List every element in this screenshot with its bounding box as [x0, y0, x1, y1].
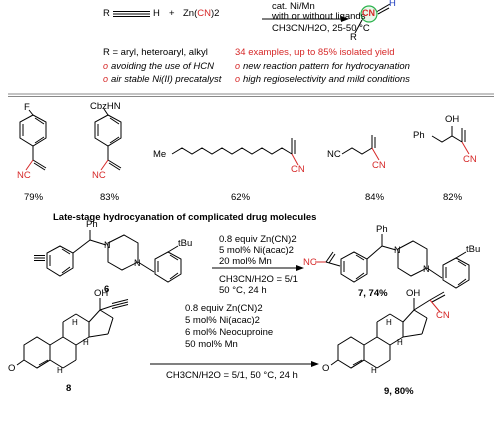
- scope-highlight: 34 examples, up to 85% isolated yield: [235, 47, 395, 58]
- sm8-h-3: H: [57, 366, 63, 375]
- example-2-structure: [94, 108, 122, 171]
- rxn1-cond-1: 0.8 equiv Zn(CN)2: [219, 234, 297, 245]
- p7-nc: NC: [303, 257, 317, 268]
- p7-ph: Ph: [376, 224, 388, 235]
- p9-label: 9, 80%: [384, 386, 414, 397]
- sm8-h-2: H: [83, 338, 89, 347]
- rxn1-cond-below-2: 50 °C, 24 h: [219, 285, 267, 296]
- rxn2-cond-below: CH3CN/H2O = 5/1, 50 °C, 24 h: [166, 370, 298, 381]
- p9-o: O: [322, 363, 330, 374]
- reaction-1-arrowhead: [296, 265, 304, 271]
- late-stage-title: Late-stage hydrocyanation of complicated…: [53, 212, 317, 223]
- example-5-label: Ph: [413, 130, 425, 141]
- sm6-ph: Ph: [86, 219, 98, 230]
- alkyne-bond: [113, 11, 150, 17]
- condition-solvent: CH3CN/H2O, 25-50 °C: [272, 23, 370, 34]
- sm8-oh: OH: [94, 288, 109, 299]
- bullet-2-text: new reaction pattern for hydrocyanation: [243, 61, 410, 72]
- p7-n-2: N: [423, 264, 430, 274]
- r-group-scope: R = aryl, heteroaryl, alkyl: [103, 47, 208, 58]
- bullet-3-circle-icon: o: [103, 74, 109, 84]
- sm8-o: O: [8, 363, 16, 374]
- p9-h-1: H: [386, 318, 392, 327]
- zn-cn: CN: [197, 8, 211, 19]
- bullet-2-circle-icon: o: [235, 61, 241, 71]
- rxn2-cond-2: 5 mol% Ni(acac)2: [185, 315, 260, 326]
- rxn2-cond-1: 0.8 equiv Zn(CN)2: [185, 303, 263, 314]
- sm6-n-1: N: [104, 240, 111, 250]
- plus-sign: +: [169, 8, 175, 19]
- bullet-1-text: avoiding the use of HCN: [111, 61, 214, 72]
- p7-label: 7, 74%: [358, 288, 388, 299]
- example-2-nc: NC: [92, 170, 106, 181]
- reactant-h: H: [153, 8, 160, 19]
- example-1-nc: NC: [17, 170, 31, 181]
- example-2-yield: 83%: [100, 192, 120, 203]
- sm6-label: 6: [104, 284, 110, 295]
- sm8-label: 8: [66, 383, 72, 394]
- example-1-yield: 79%: [24, 192, 44, 203]
- bullet-3-text: air stable Ni(II) precatalyst: [111, 74, 222, 85]
- rxn2-cond-3: 6 mol% Neocuproine: [185, 327, 274, 338]
- compound-9-structure: [330, 291, 446, 369]
- example-5-structure: [431, 126, 470, 155]
- example-3-label: Me: [153, 149, 167, 160]
- header-arrowhead: [341, 16, 349, 22]
- example-1-structure: [19, 109, 47, 171]
- sm6-tbu: tBu: [178, 238, 193, 249]
- bullet-1-circle-icon: o: [103, 61, 109, 71]
- example-5-yield: 82%: [443, 192, 463, 203]
- p9-h-2: H: [397, 338, 403, 347]
- p9-h-3: H: [371, 366, 377, 375]
- product-h-label: H: [389, 0, 396, 9]
- p9-oh: OH: [406, 288, 421, 299]
- example-4-label: NC: [327, 149, 341, 160]
- rxn1-cond-3: 20 mol% Mn: [219, 256, 272, 267]
- zn-prefix: Zn(: [183, 8, 198, 19]
- compound-8-structure: [16, 298, 129, 369]
- reaction-2-arrowhead: [311, 361, 319, 367]
- example-3-structure: [171, 138, 299, 166]
- example-3-cn: CN: [291, 164, 305, 175]
- product-r-label: R: [350, 32, 357, 43]
- bullet-4-circle-icon: o: [235, 74, 241, 84]
- example-2-label: CbzHN: [90, 101, 121, 112]
- condition-ligands: with or without ligands: [272, 11, 366, 22]
- p9-cn: CN: [436, 310, 450, 321]
- example-4-yield: 84%: [365, 192, 385, 203]
- product-cn-label: CN: [362, 8, 375, 18]
- cn-highlight-circle: [360, 5, 378, 23]
- reactant-r: R: [103, 8, 110, 19]
- example-4-structure: [341, 135, 380, 161]
- sm6-n-2: N: [134, 258, 141, 268]
- example-1-label: F: [24, 102, 30, 113]
- rxn2-cond-4: 50 mol% Mn: [185, 339, 238, 350]
- p7-n-1: N: [394, 245, 401, 255]
- compound-7-structure: [315, 234, 470, 289]
- condition-catalyst: cat. Ni/Mn: [272, 1, 315, 12]
- example-4-cn: CN: [372, 160, 386, 171]
- example-3-yield: 62%: [231, 192, 251, 203]
- zinc-cyanide-reagent: Zn(CN)2: [183, 8, 219, 19]
- sm8-h-1: H: [72, 318, 78, 327]
- zn-suffix: )2: [210, 8, 220, 19]
- compound-6-structure: [34, 230, 182, 283]
- p7-tbu: tBu: [466, 244, 481, 255]
- rxn1-cond-below-1: CH3CN/H2O = 5/1: [219, 274, 298, 285]
- rxn1-cond-2: 5 mol% Ni(acac)2: [219, 245, 294, 256]
- example-5-cn: CN: [463, 154, 477, 165]
- example-5-oh: OH: [445, 114, 460, 125]
- bullet-4-text: high regioselectivity and mild condition…: [243, 74, 410, 85]
